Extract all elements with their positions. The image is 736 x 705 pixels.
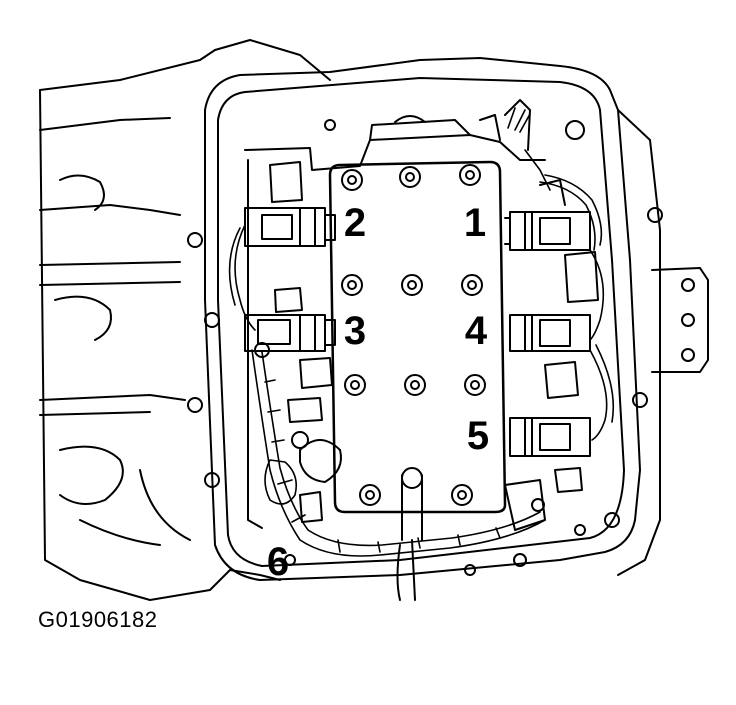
plate-bolts: [341, 164, 486, 506]
solenoid-2: [244, 207, 336, 247]
perimeter-bolts: [187, 119, 663, 576]
figure-id-label: G01906182: [38, 607, 158, 632]
wiring-harness: [228, 107, 615, 557]
transmission-case-left: [39, 39, 331, 601]
callout-3: 3: [344, 309, 366, 353]
valve-body-plate: [328, 160, 507, 541]
callout-6: 6: [267, 540, 289, 584]
pan-gasket-outline: [204, 57, 661, 581]
lower-details: [229, 539, 416, 601]
valve-body-castings: [244, 99, 599, 536]
callout-5: 5: [467, 414, 489, 458]
right-side-boss: [651, 267, 709, 373]
solenoid-4: [509, 314, 591, 352]
solenoid-5: [509, 417, 591, 457]
solenoid-1: [504, 211, 591, 251]
callout-2: 2: [344, 201, 366, 245]
callout-4: 4: [465, 309, 488, 353]
callout-1: 1: [464, 201, 486, 245]
solenoid-3: [244, 314, 336, 352]
